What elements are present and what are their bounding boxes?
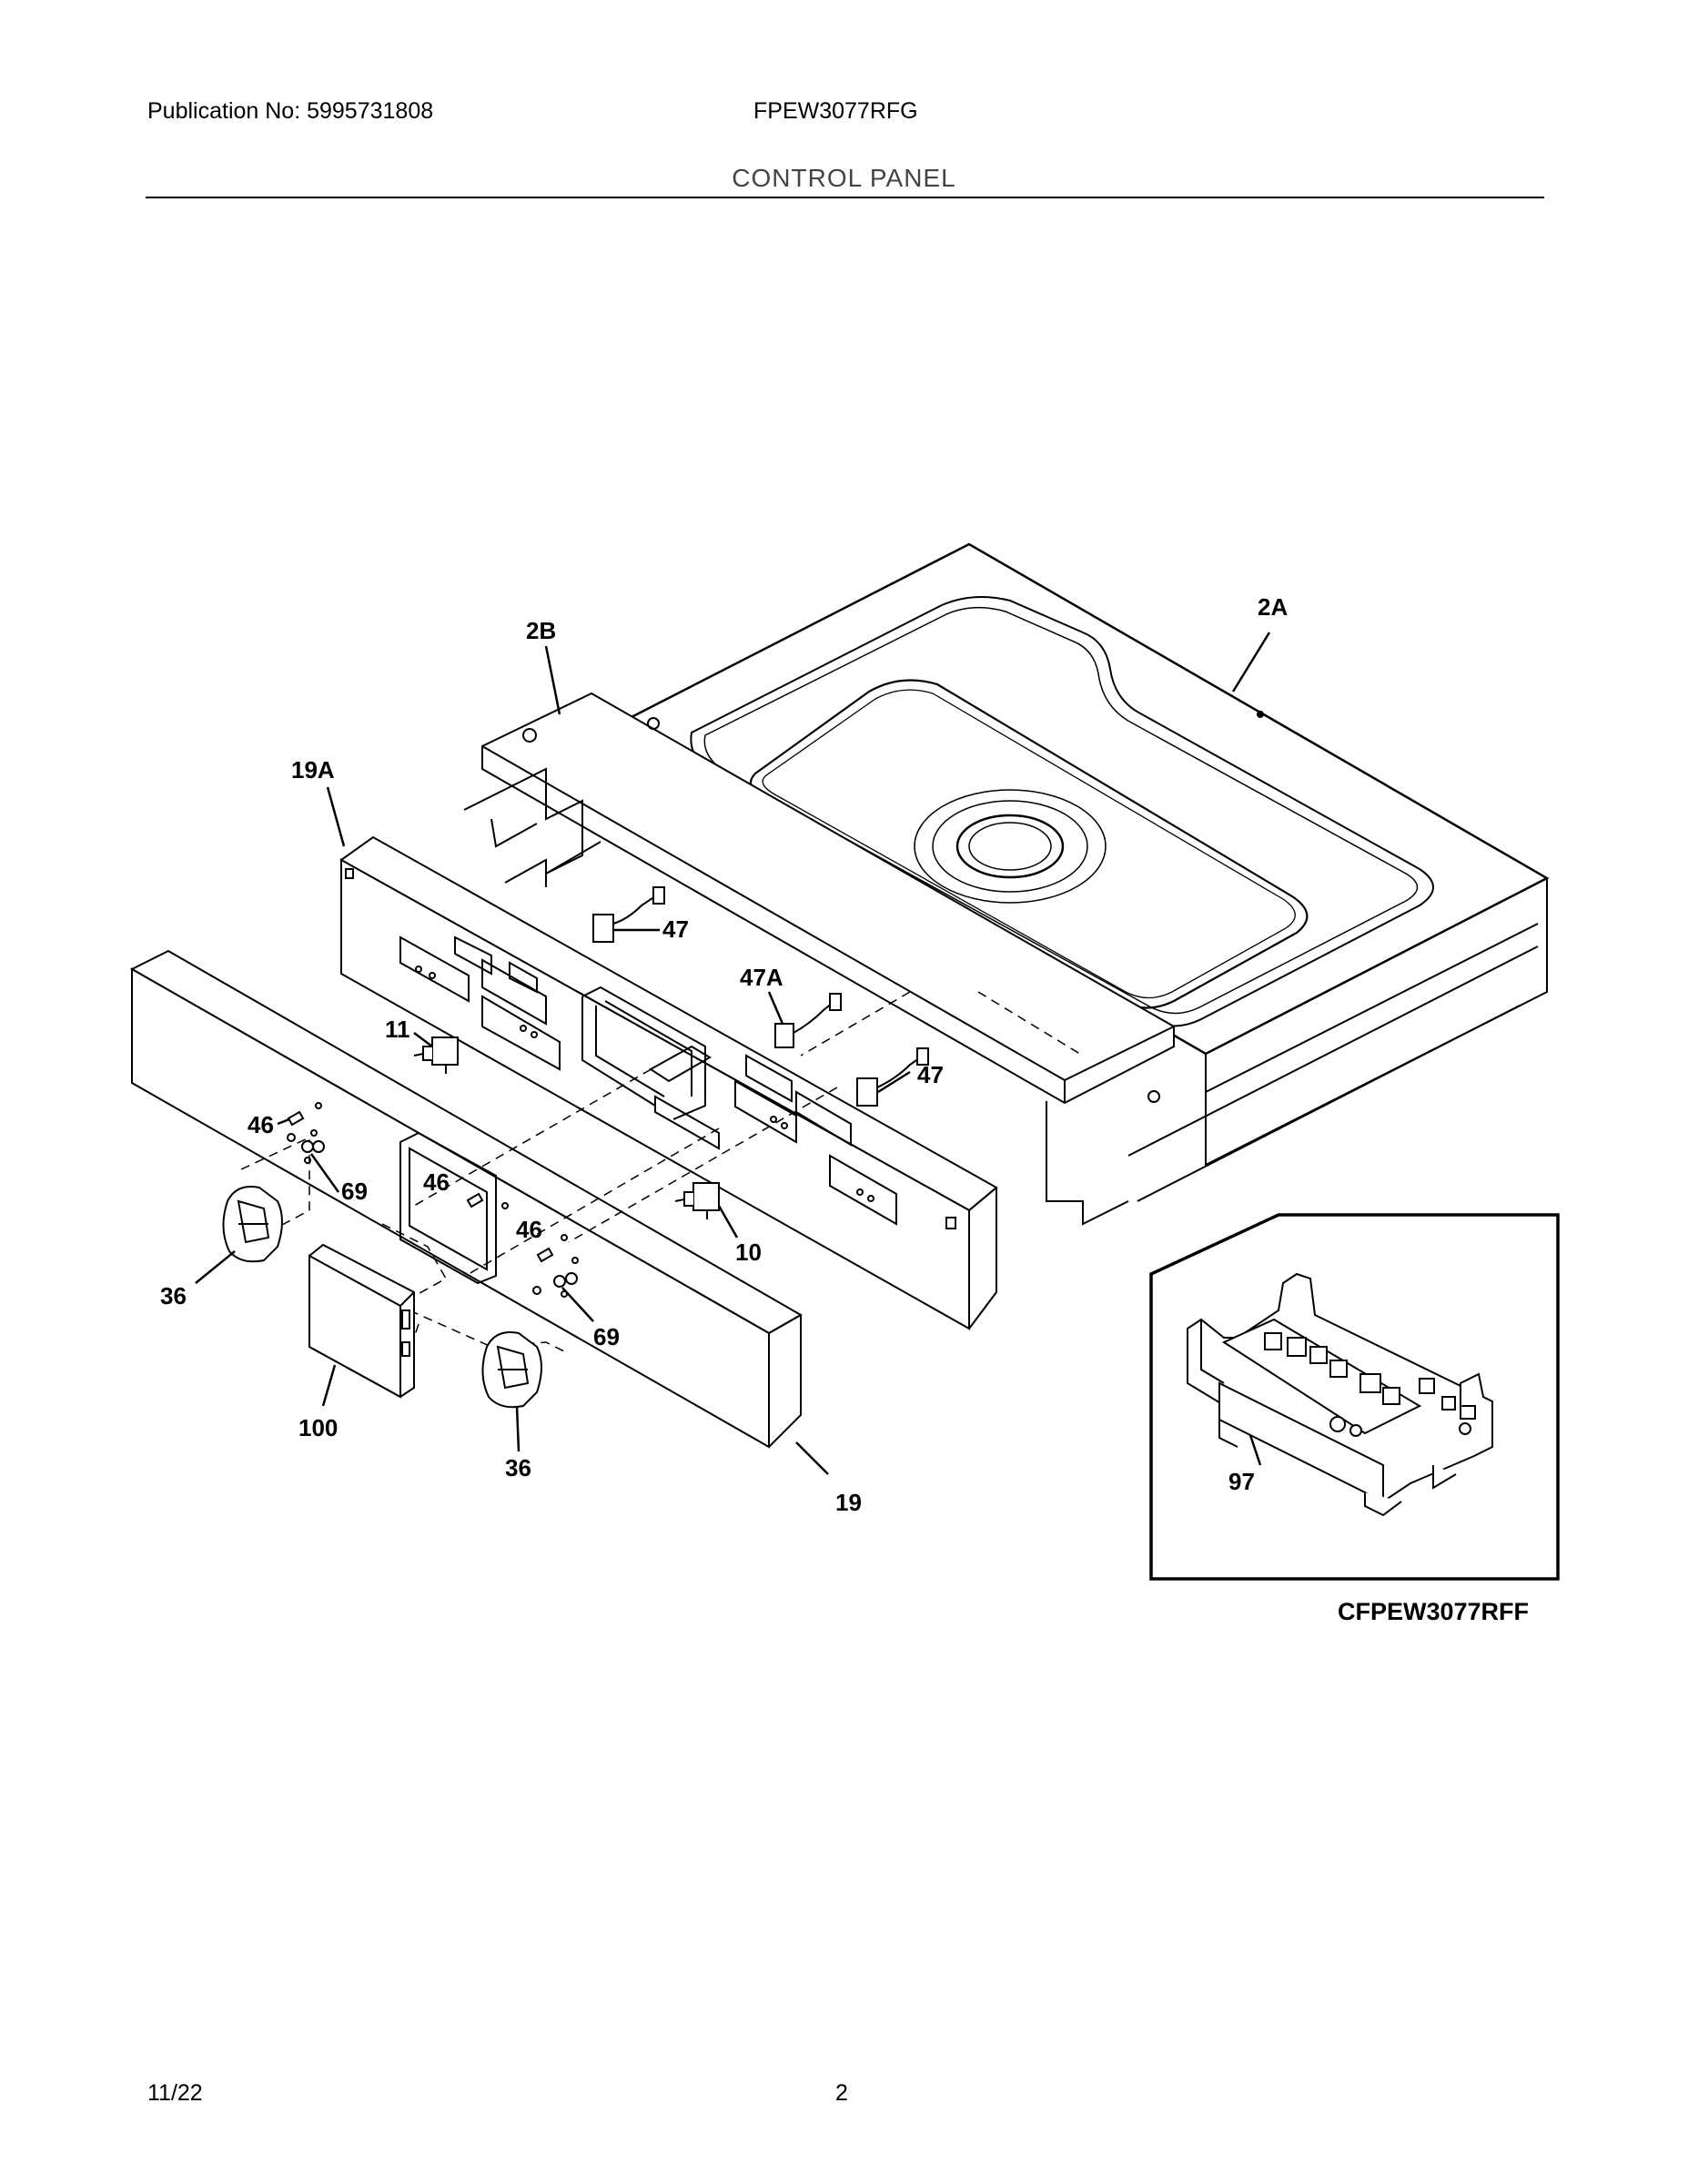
switch-10 bbox=[674, 1182, 720, 1219]
callout-19: 19 bbox=[835, 1489, 862, 1516]
knob-right bbox=[481, 1331, 542, 1409]
control-board bbox=[1187, 1272, 1493, 1517]
inset-caption: CFPEW3077RFF bbox=[1338, 1598, 1529, 1625]
rear-trim bbox=[463, 692, 1175, 1105]
callout-11: 11 bbox=[385, 1016, 410, 1043]
leader-lines bbox=[195, 632, 1271, 1475]
callout-labels: 2A 2B 19A 47 47A 47 11 46 69 46 46 10 69… bbox=[160, 593, 1288, 1516]
callout-69-right: 69 bbox=[593, 1323, 620, 1350]
inset-box bbox=[1149, 1213, 1560, 1581]
callout-19a: 19A bbox=[291, 756, 335, 784]
harness-connectors bbox=[592, 886, 929, 1107]
callout-46-right: 46 bbox=[516, 1216, 542, 1243]
callout-47-upper: 47 bbox=[662, 915, 689, 943]
front-panel bbox=[129, 949, 804, 1449]
display-module bbox=[308, 1243, 415, 1399]
callout-2a: 2A bbox=[1258, 593, 1288, 621]
knob-left bbox=[222, 1186, 283, 1263]
header-rule bbox=[146, 197, 1544, 198]
callout-97: 97 bbox=[1228, 1468, 1255, 1495]
section-title: CONTROL PANEL bbox=[732, 164, 956, 192]
callout-47a: 47A bbox=[740, 964, 783, 991]
footer-date: 11/22 bbox=[147, 2080, 203, 2106]
callout-100: 100 bbox=[298, 1414, 338, 1441]
panel-backing bbox=[339, 835, 998, 1330]
screws bbox=[287, 1110, 566, 1295]
switch-11 bbox=[413, 1036, 459, 1074]
callout-10: 10 bbox=[735, 1239, 762, 1266]
callout-46-left: 46 bbox=[248, 1111, 274, 1138]
callout-36-right: 36 bbox=[505, 1454, 531, 1481]
callout-69-left: 69 bbox=[341, 1178, 368, 1205]
callout-2b: 2B bbox=[526, 617, 556, 644]
callout-46-center: 46 bbox=[423, 1168, 450, 1196]
callout-47-lower: 47 bbox=[917, 1061, 944, 1088]
publication-number: Publication No: 5995731808 bbox=[147, 98, 434, 124]
model-number: FPEW3077RFG bbox=[753, 98, 918, 124]
page-number: 2 bbox=[835, 2080, 848, 2106]
callout-36-left: 36 bbox=[160, 1282, 187, 1309]
